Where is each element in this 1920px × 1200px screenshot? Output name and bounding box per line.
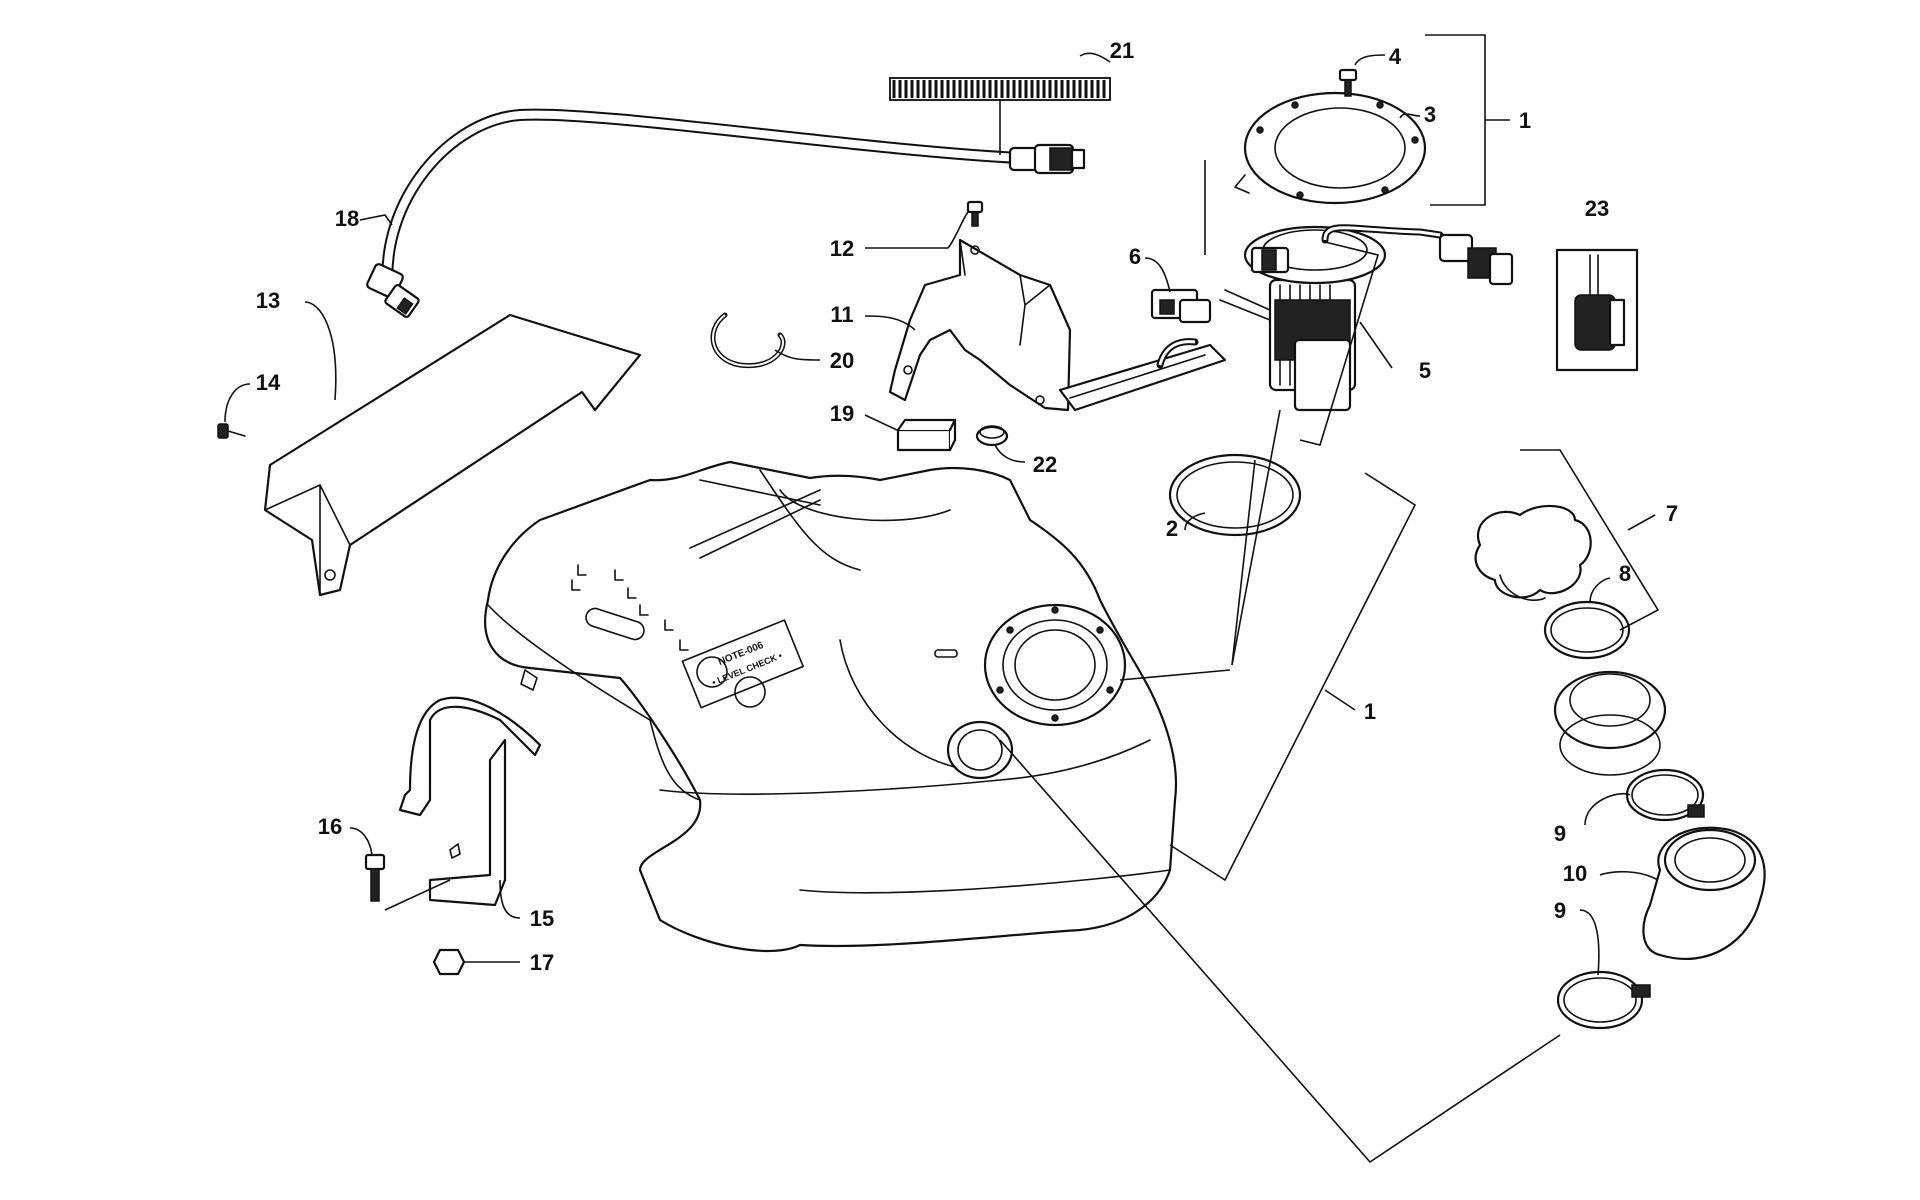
hose-connector-left: [366, 263, 420, 318]
hose-sleeve: [889, 77, 1111, 101]
fuel-pump-module: [1058, 224, 1514, 412]
filler-neck-adapter: [1553, 670, 1667, 776]
sender-unit-23: [1555, 248, 1639, 372]
retaining-plate-3: [1234, 91, 1427, 205]
callout-17: 17: [530, 950, 554, 975]
callout-numbers: 1 1 2 3 4 5 6 7 8 9 9 10 11 12 13 14 15 …: [256, 38, 1678, 975]
callout-2: 2: [1166, 516, 1178, 541]
fuel-cap: [1474, 504, 1592, 602]
callout-5: 5: [1419, 358, 1431, 383]
callout-1-lower: 1: [1364, 699, 1376, 724]
callout-18: 18: [335, 206, 359, 231]
screw-4: [1338, 68, 1358, 97]
nut-17: [432, 948, 466, 976]
callout-6: 6: [1129, 244, 1141, 269]
connector-6: [1150, 288, 1212, 324]
bolt-12: [966, 200, 984, 227]
callout-10: 10: [1563, 861, 1587, 886]
fuel-tank: NOTE-006 • LEVEL CHECK •: [484, 460, 1177, 953]
callout-19: 19: [830, 401, 854, 426]
callout-13: 13: [256, 288, 280, 313]
hose-connector-right: [1008, 143, 1086, 175]
filler-hose-10: [1642, 826, 1766, 961]
callout-16: 16: [318, 814, 342, 839]
pump-bracket: [888, 238, 1072, 412]
callout-20: 20: [830, 348, 854, 373]
fuel-line-hose: [366, 108, 1086, 318]
grommet-22: [975, 425, 1009, 447]
heat-shield: [263, 313, 642, 597]
callout-23: 23: [1585, 196, 1609, 221]
leader-lines: [224, 34, 1660, 1164]
callout-4: 4: [1389, 44, 1402, 69]
screw-14: [217, 423, 246, 439]
pump-wire-connector: [1438, 233, 1514, 286]
callout-22: 22: [1033, 452, 1057, 477]
callout-1-upper: 1: [1519, 108, 1531, 133]
callout-11: 11: [830, 302, 853, 327]
seal-ring-2: [1168, 453, 1302, 537]
callout-15: 15: [530, 906, 554, 931]
callout-21: 21: [1110, 38, 1134, 63]
callout-9-upper: 9: [1554, 821, 1566, 846]
callout-8: 8: [1619, 561, 1631, 586]
bolt-16: [364, 853, 386, 902]
cap-gasket-8: [1543, 600, 1631, 660]
hose-clamp-9-lower: [1556, 970, 1651, 1030]
clip-20: [710, 312, 786, 369]
hose-clamp-9-upper: [1625, 768, 1705, 822]
callout-3: 3: [1424, 102, 1436, 127]
callout-14: 14: [256, 370, 281, 395]
callout-12: 12: [830, 236, 854, 261]
callout-7: 7: [1666, 501, 1678, 526]
mounting-strap: [398, 696, 542, 907]
callout-9-lower: 9: [1554, 898, 1566, 923]
foam-pad-19: [896, 418, 957, 452]
